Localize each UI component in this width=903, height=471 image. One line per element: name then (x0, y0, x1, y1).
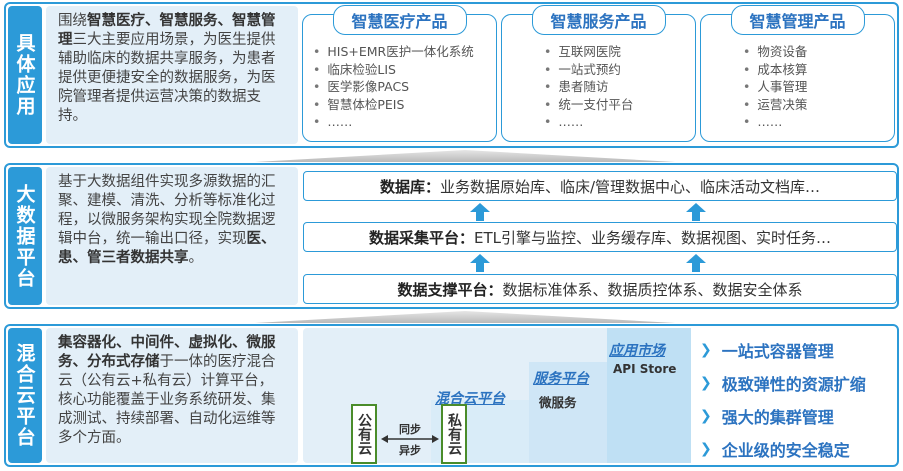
chevron-right-icon: ❯ (700, 441, 712, 457)
app-market-step (607, 328, 691, 463)
list-item: 临床检验LIS (313, 61, 474, 79)
collection-layer-text: ETL引擎与监控、业务缓存库、数据视图、实时任务… (474, 228, 831, 247)
list-item: 运营决策 (743, 96, 807, 114)
hybrid-cloud-platform-label: 混合云平台 (435, 391, 505, 407)
service-products-list: 互联网医院一站式预约患者随访统一支付平台…… (544, 43, 633, 131)
database-layer-name: 数据库： (379, 177, 440, 196)
management-products: 智慧管理产品 物资设备成本核算人事管理运营决策…… (700, 5, 895, 142)
microservice-label: 微服务 (539, 395, 577, 410)
bigdata-description: 基于大数据组件实现多源数据的汇聚、建模、清洗、分析等标准化过程，以微服务架构实现… (46, 167, 298, 305)
database-layer-text: 业务数据原始库、临床/管理数据中心、临床活动文档库… (439, 177, 821, 196)
application-label: 具体应用 (8, 6, 42, 144)
list-item: 患者随访 (544, 78, 633, 96)
support-layer-text: 数据标准体系、数据质控体系、数据安全体系 (502, 280, 803, 299)
chevron-right-icon: ❯ (700, 375, 712, 391)
support-layer-name: 数据支撑平台： (397, 280, 503, 299)
management-products-title: 智慧管理产品 (730, 5, 865, 35)
feature-cluster-management: ❯强大的集群管理 (700, 408, 834, 427)
bigdata-label: 大数据平台 (8, 167, 42, 305)
up-arrow-icon (470, 203, 490, 221)
chevron-right-icon: ❯ (700, 408, 712, 424)
list-item: 互联网医院 (544, 43, 633, 61)
api-store-label: API Store (613, 362, 677, 376)
management-products-list: 物资设备成本核算人事管理运营决策…… (743, 43, 807, 131)
support-layer: 数据支撑平台： 数据标准体系、数据质控体系、数据安全体系 (303, 274, 897, 304)
list-item: …… (313, 113, 474, 131)
async-label: 异步 (399, 444, 421, 457)
list-item: 成本核算 (743, 61, 807, 79)
list-item: 医学影像PACS (313, 78, 474, 96)
feature-enterprise-security: ❯企业级的安全稳定 (700, 441, 850, 460)
medical-products-list: HIS+EMR医护一体化系统临床检验LIS医学影像PACS智慧体检PEIS…… (313, 43, 474, 131)
hybrid-cloud-diagram: 应用市场 API Store 服务平台 微服务 混合云平台 公有云 私有云 同步… (303, 328, 691, 464)
app-market-label: 应用市场 (609, 343, 665, 359)
list-item: …… (743, 113, 807, 131)
bigdata-band: 大数据平台 基于大数据组件实现多源数据的汇聚、建模、清洗、分析等标准化过程，以微… (4, 163, 899, 309)
service-products-title: 智慧服务产品 (531, 5, 666, 35)
private-cloud-box: 私有云 (441, 404, 467, 464)
list-item: 智慧体检PEIS (313, 96, 474, 114)
separator-triangle-1 (255, 150, 675, 162)
list-item: …… (544, 113, 633, 131)
feature-container-management: ❯一站式容器管理 (700, 342, 834, 361)
database-layer: 数据库： 业务数据原始库、临床/管理数据中心、临床活动文档库… (303, 171, 897, 201)
hybrid-cloud-band: 混合云平台 集容器化、中间件、虚拟化、微服务、分布式存储于一体的医疗混合云（公有… (4, 324, 899, 467)
service-platform-label: 服务平台 (533, 371, 589, 387)
hybrid-cloud-label: 混合云平台 (8, 328, 42, 463)
application-band: 具体应用 围绕智慧医疗、智慧服务、智慧管理三大主要应用场景，为医生提供辅助临床的… (4, 2, 899, 148)
up-arrow-icon (686, 203, 706, 221)
double-arrow-icon (381, 435, 439, 443)
list-item: 物资设备 (743, 43, 807, 61)
up-arrow-icon (686, 254, 706, 272)
up-arrow-icon (470, 254, 490, 272)
list-item: 统一支付平台 (544, 96, 633, 114)
list-item: 人事管理 (743, 78, 807, 96)
chevron-right-icon: ❯ (700, 342, 712, 358)
medical-products-title: 智慧医疗产品 (332, 5, 467, 35)
service-products: 智慧服务产品 互联网医院一站式预约患者随访统一支付平台…… (501, 5, 696, 142)
service-platform-step (529, 362, 607, 463)
feature-elastic-scaling: ❯极致弹性的资源扩缩 (700, 375, 866, 394)
sync-label: 同步 (399, 423, 421, 436)
list-item: 一站式预约 (544, 61, 633, 79)
separator-triangle-2 (255, 311, 675, 323)
list-item: HIS+EMR医护一体化系统 (313, 43, 473, 61)
collection-layer: 数据采集平台： ETL引擎与监控、业务缓存库、数据视图、实时任务… (303, 222, 897, 252)
public-cloud-box: 公有云 (351, 404, 377, 464)
application-description: 围绕智慧医疗、智慧服务、智慧管理三大主要应用场景，为医生提供辅助临床的数据共享服… (46, 6, 298, 144)
hybrid-cloud-description: 集容器化、中间件、虚拟化、微服务、分布式存储于一体的医疗混合云（公有云+私有云）… (46, 328, 298, 463)
medical-products: 智慧医疗产品 HIS+EMR医护一体化系统临床检验LIS医学影像PACS智慧体检… (302, 5, 497, 142)
collection-layer-name: 数据采集平台： (368, 228, 474, 247)
